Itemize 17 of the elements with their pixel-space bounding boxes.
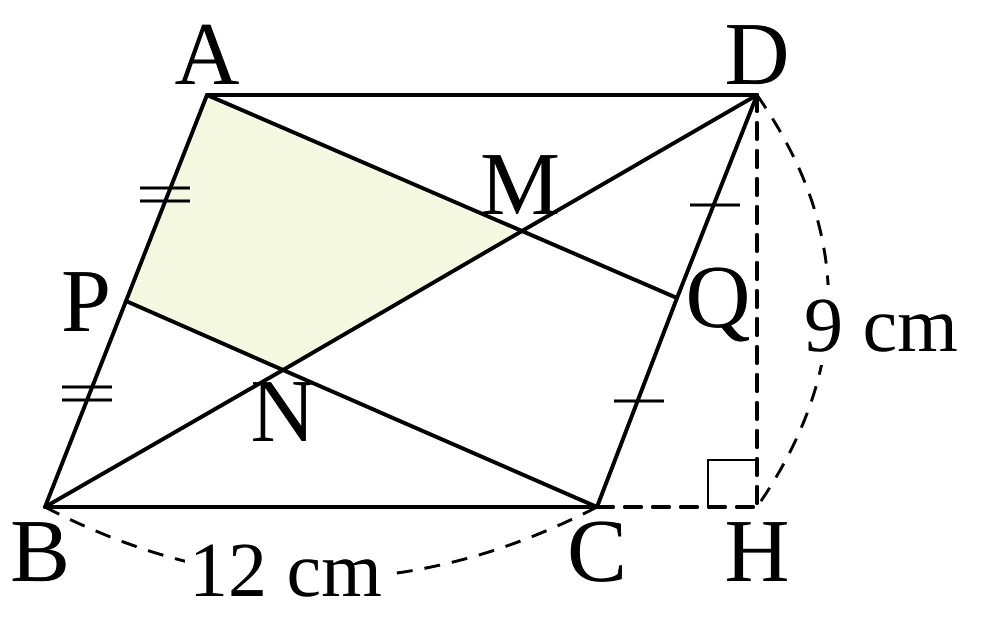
point-label: Q (678, 258, 758, 343)
point-label: B (0, 512, 80, 592)
point-label: A (167, 15, 247, 95)
line-segment (205, 93, 759, 97)
line-segment (205, 93, 524, 233)
point-label: N (243, 372, 323, 452)
point-label: C (557, 512, 637, 592)
line-segment (281, 229, 524, 372)
line-segment (281, 368, 599, 509)
point-label: D (717, 15, 797, 95)
point-label: M (470, 145, 570, 225)
line-segment (124, 299, 285, 372)
point-label: H (717, 512, 797, 592)
line-segment (43, 368, 285, 509)
line-segment (124, 93, 209, 303)
point-label: P (46, 262, 126, 342)
line-segment (520, 229, 679, 300)
